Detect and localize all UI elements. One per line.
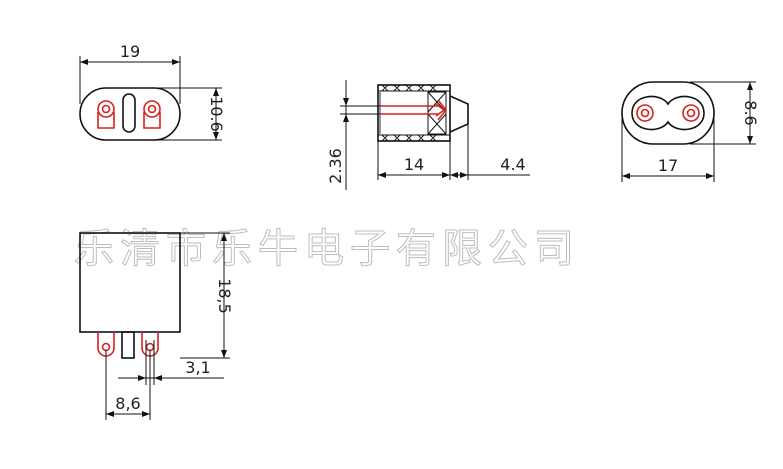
body-length-dimension	[377, 141, 451, 180]
rear-width-label: 17	[658, 156, 678, 175]
pin-diameter-label: 2.36	[326, 148, 345, 184]
body-length-label: 14	[404, 155, 424, 174]
rear-height-label: 8.6	[741, 100, 760, 125]
front-height-label: 10.6	[207, 96, 226, 132]
front-height-dimension	[150, 87, 222, 141]
pin-spacing-label: 8,6	[115, 394, 140, 413]
pin-diameter-dimension	[340, 80, 380, 190]
bottom-view: 18,5 3,1 8,6	[79, 232, 234, 420]
front-width-dimension	[79, 56, 181, 104]
rear-height-dimension	[690, 81, 756, 145]
front-view-left-contact	[97, 100, 115, 129]
pin-protrusion-dimension	[450, 124, 530, 180]
pin-offset-label: 3,1	[185, 358, 210, 377]
side-view-inner-frame	[427, 91, 447, 135]
side-view-hatching	[378, 84, 450, 142]
front-view-body	[79, 87, 181, 141]
front-view: 19 10.6	[79, 42, 226, 141]
rear-width-dimension	[621, 113, 715, 182]
rear-view: 8.6 17	[621, 81, 760, 182]
front-view-right-contact	[143, 100, 161, 129]
front-view-center-slot	[122, 93, 136, 133]
bottom-height-label: 18,5	[215, 278, 234, 314]
pin-protrusion-label: 4.4	[500, 155, 525, 174]
pin-spacing-dimension	[105, 350, 151, 420]
rear-view-left-contact	[636, 104, 654, 122]
rear-view-socket	[631, 95, 705, 131]
rear-view-body	[621, 81, 715, 145]
side-view: 2.36 14 4.4	[326, 80, 530, 190]
pin-offset-dimension	[118, 340, 224, 385]
side-view-pin	[380, 99, 448, 121]
bottom-view-center-pin	[121, 331, 135, 359]
side-view-nose	[449, 95, 469, 133]
front-width-label: 19	[120, 42, 140, 61]
bottom-height-dimension	[180, 232, 230, 359]
rear-view-right-contact	[682, 104, 700, 122]
